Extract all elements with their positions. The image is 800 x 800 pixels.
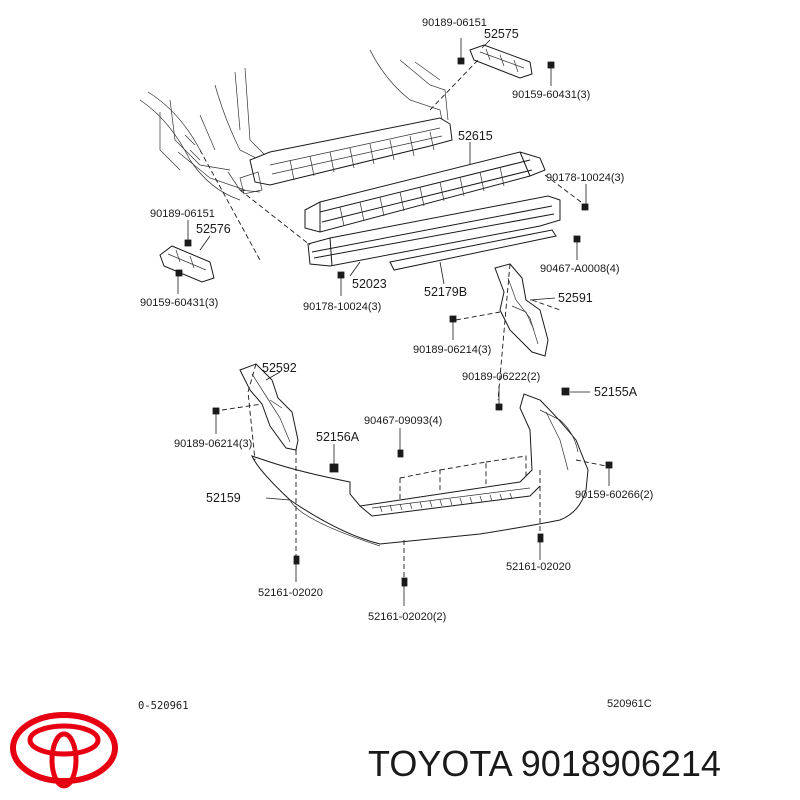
part-label: 52159 [206, 491, 241, 505]
part-label: 52023 [352, 277, 387, 291]
energy-absorber-52615 [304, 151, 546, 233]
clip-icon [397, 449, 404, 458]
clip-icon [561, 387, 570, 396]
part-label: 90178-10024(3) [546, 172, 624, 184]
bolt-icon [212, 407, 220, 415]
part-label: 90159-60431(3) [512, 89, 590, 101]
upper-rail [239, 117, 453, 195]
diagram-code-right: 520961C [607, 698, 652, 710]
clip-icon [401, 577, 408, 587]
part-label: 52592 [262, 361, 297, 375]
bolt-icon [184, 239, 192, 247]
part-label: 52591 [558, 291, 593, 305]
part-label: 52161-02020 [258, 587, 323, 599]
bolt-icon [175, 269, 183, 277]
vehicle-body-outline [139, 49, 449, 201]
bracket-52591 [494, 263, 549, 357]
brand-caption: TOYOTA 9018906214 [368, 743, 721, 784]
part-label: 90467-A0008(4) [540, 263, 620, 275]
diagram-code-left: 0-520961 [138, 700, 189, 712]
part-label: 90159-60431(3) [140, 297, 218, 309]
part-label: 90189-06151 [422, 17, 487, 29]
part-label: 90189-06222(2) [462, 371, 540, 383]
bolt-icon [457, 57, 465, 65]
part-labels: 90189-06151 52575 90159-60431(3) 52615 9… [140, 17, 653, 623]
assembly-lines [199, 59, 607, 578]
bolt-icon [605, 461, 613, 469]
reinforcement-52023 [307, 195, 561, 267]
moulding-52179b [389, 229, 557, 271]
fasteners [175, 57, 613, 587]
toyota-logo-icon [10, 712, 118, 789]
bolt-icon [337, 271, 345, 279]
part-label: 90159-60266(2) [575, 489, 653, 501]
part-label: 52161-02020 [506, 561, 571, 573]
part-label: 52155A [594, 385, 638, 399]
bumper-cover-52159 [251, 393, 589, 547]
retainer-52576 [159, 245, 215, 283]
bracket-52592 [239, 363, 299, 451]
part-label: 52576 [196, 222, 231, 236]
part-label: 90467-09093(4) [364, 415, 442, 427]
retainer-52575 [469, 44, 533, 79]
clip-icon [329, 463, 339, 473]
leader-lines [177, 38, 610, 606]
clip-icon [537, 533, 544, 543]
part-label: 90189-06214(3) [413, 344, 491, 356]
bolt-icon [547, 61, 555, 69]
part-label: 90189-06151 [150, 208, 215, 220]
part-label: 52161-02020(2) [368, 611, 446, 623]
part-label: 90189-06214(3) [174, 438, 252, 450]
bolt-icon [495, 403, 503, 411]
part-label: 52575 [484, 27, 519, 41]
part-label: 52156A [316, 430, 360, 444]
clip-icon [293, 555, 300, 565]
bolt-icon [573, 235, 581, 243]
bolt-icon [581, 203, 589, 211]
part-label: 52179B [424, 285, 467, 299]
part-label: 52615 [458, 129, 493, 143]
part-label: 90178-10024(3) [303, 301, 381, 313]
bolt-icon [449, 315, 457, 323]
